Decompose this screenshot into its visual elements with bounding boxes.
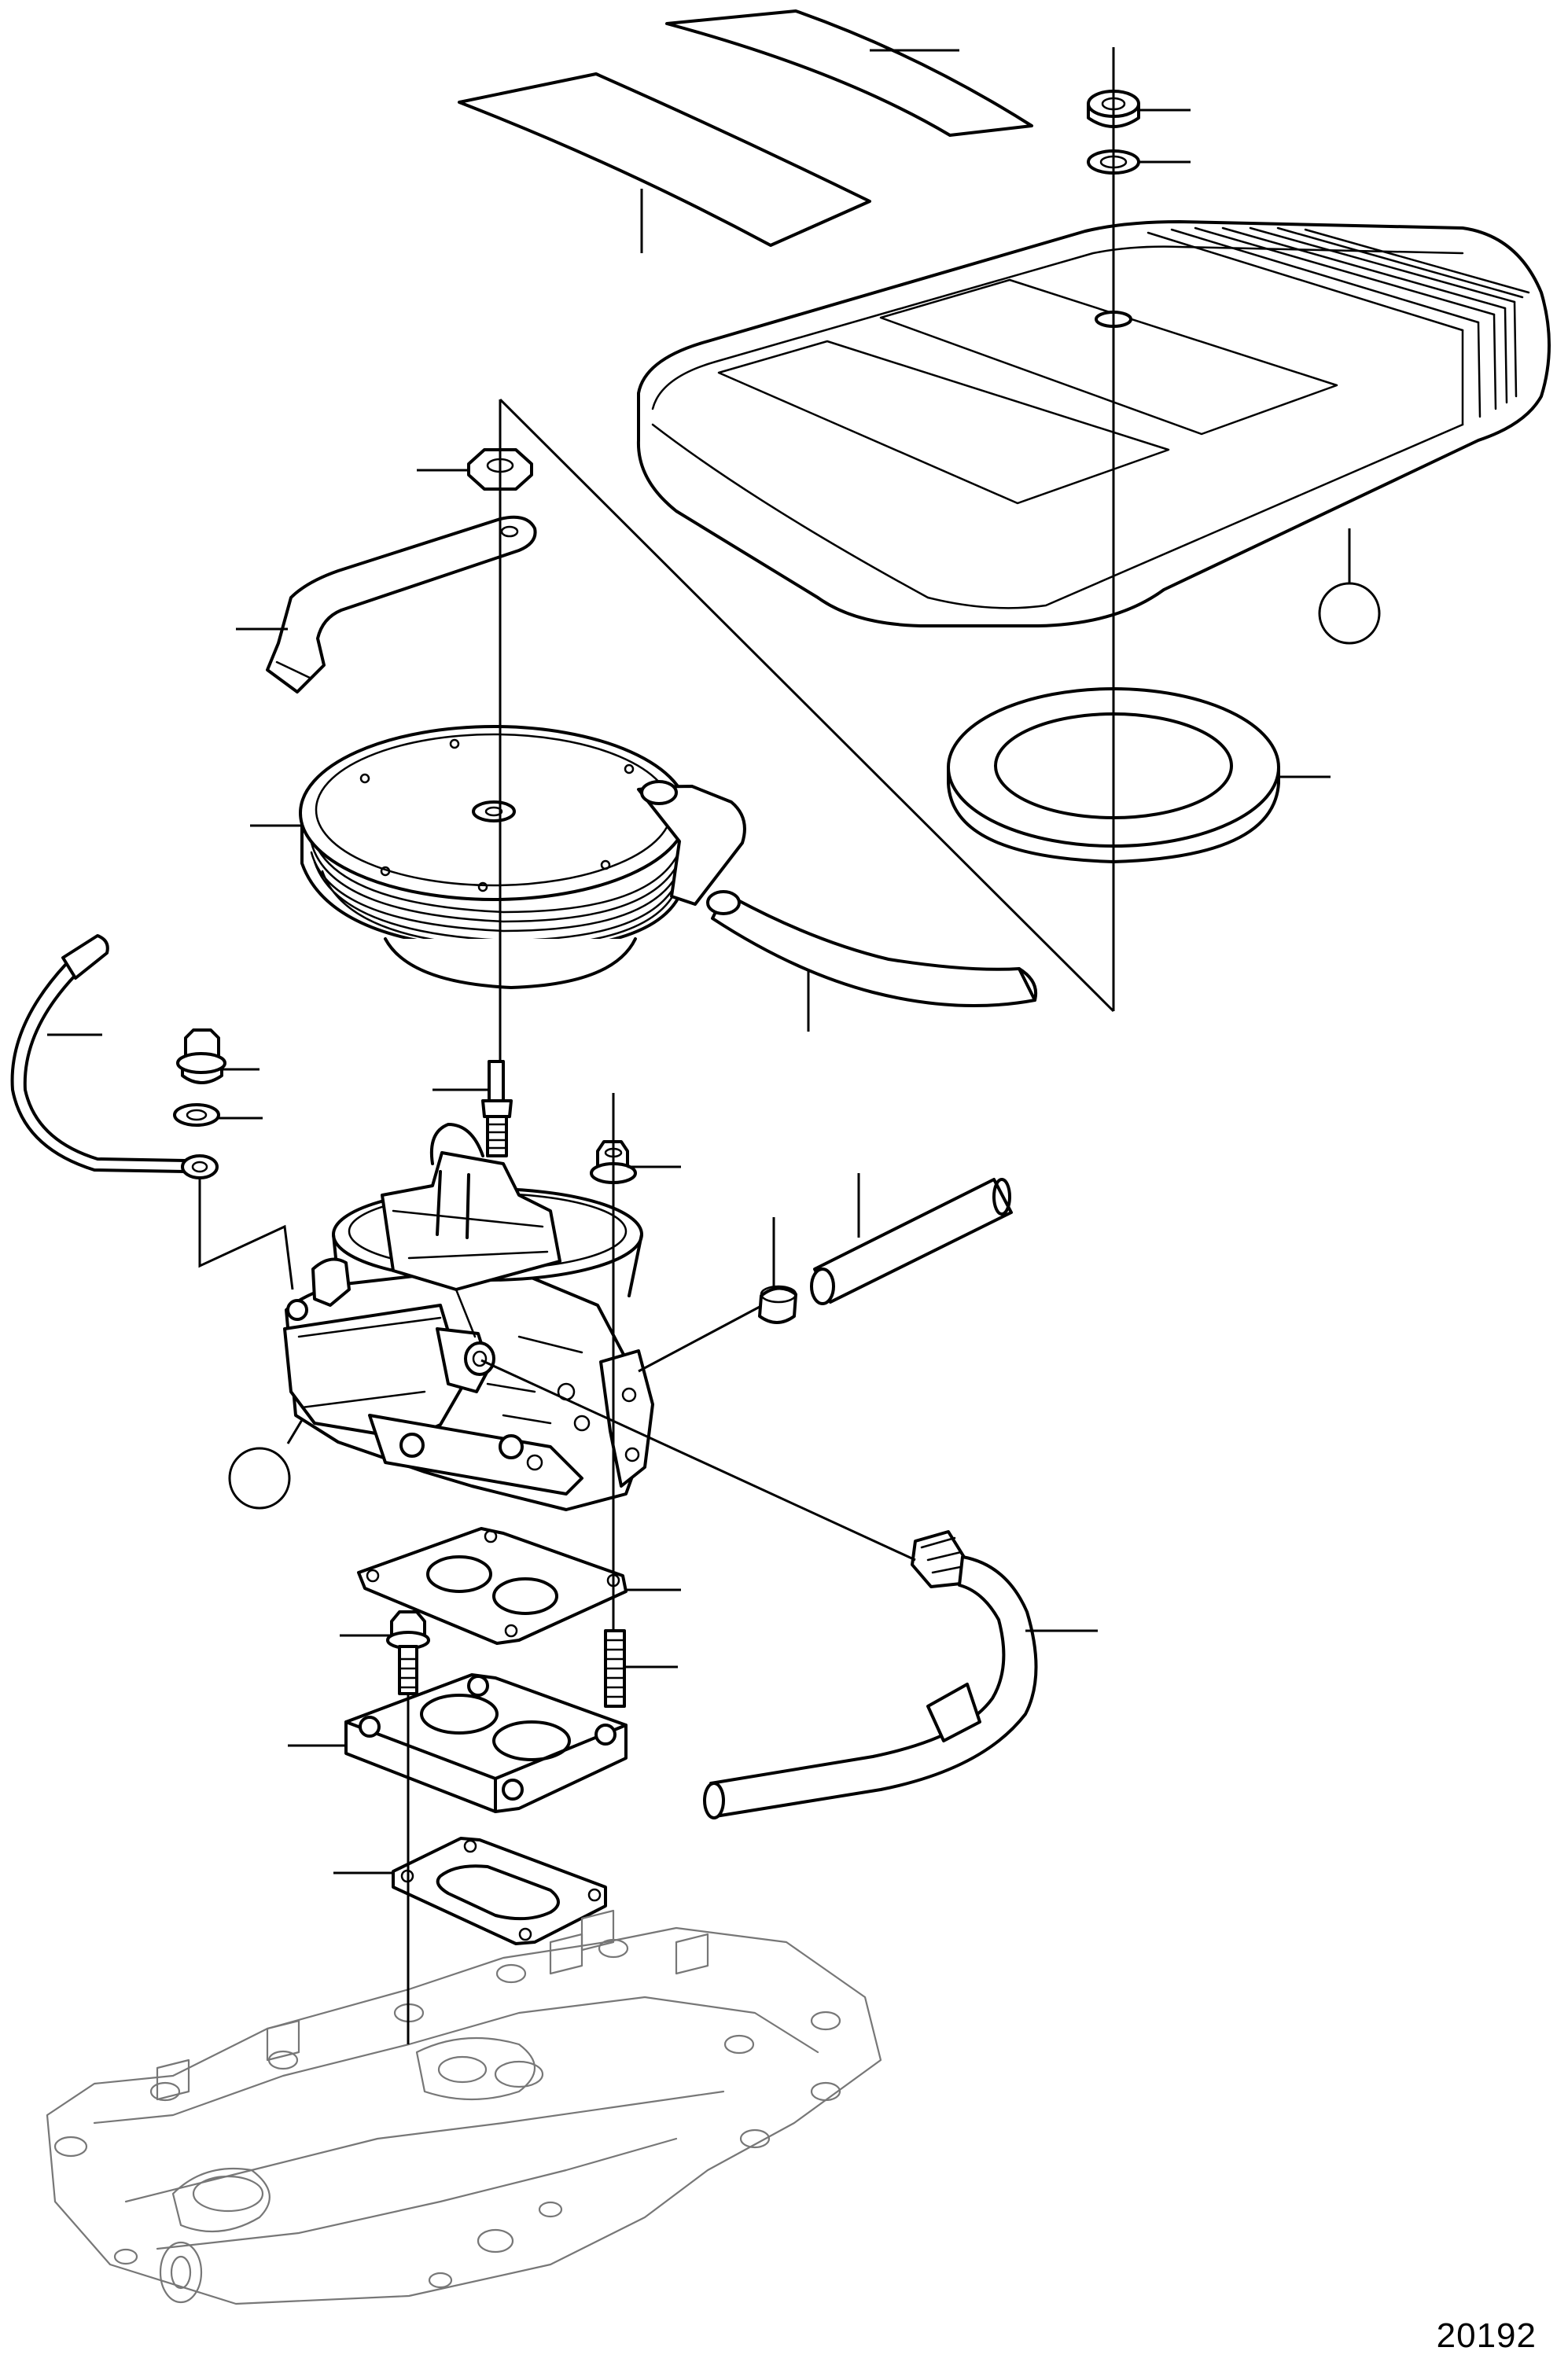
decal-strip-upper bbox=[665, 9, 1033, 137]
carb-flange-nut bbox=[176, 1028, 226, 1084]
carb-spacer bbox=[344, 1673, 628, 1813]
hose-clamp bbox=[758, 1285, 797, 1324]
spacer-bolt bbox=[386, 1610, 430, 1695]
callout-circle-21 bbox=[228, 1447, 291, 1510]
callout-circle-8 bbox=[1318, 582, 1381, 645]
air-cleaner-bracket bbox=[266, 515, 537, 694]
intake-manifold bbox=[46, 1909, 882, 2305]
carb-washer-left bbox=[173, 1103, 220, 1127]
fuel-hose bbox=[810, 1178, 1013, 1305]
engine-cover bbox=[636, 220, 1551, 627]
carb-stud-center bbox=[481, 1060, 513, 1157]
decal-strip-lower bbox=[458, 72, 871, 247]
gasket-lower bbox=[392, 1837, 607, 1945]
callout-leader-20 bbox=[286, 1419, 304, 1444]
carburetor bbox=[283, 1123, 654, 1511]
spacer-stud bbox=[604, 1629, 626, 1708]
assembly-lines bbox=[198, 47, 1115, 2044]
gasket-upper bbox=[357, 1527, 628, 1645]
air-cleaner bbox=[299, 725, 746, 989]
pcv-hose bbox=[703, 1555, 1038, 1819]
breather-hose bbox=[706, 890, 1037, 1008]
callout-leaders bbox=[47, 49, 1351, 1875]
figure-number: 20192 bbox=[1436, 2316, 1537, 2355]
callout-circles bbox=[228, 582, 1381, 1510]
